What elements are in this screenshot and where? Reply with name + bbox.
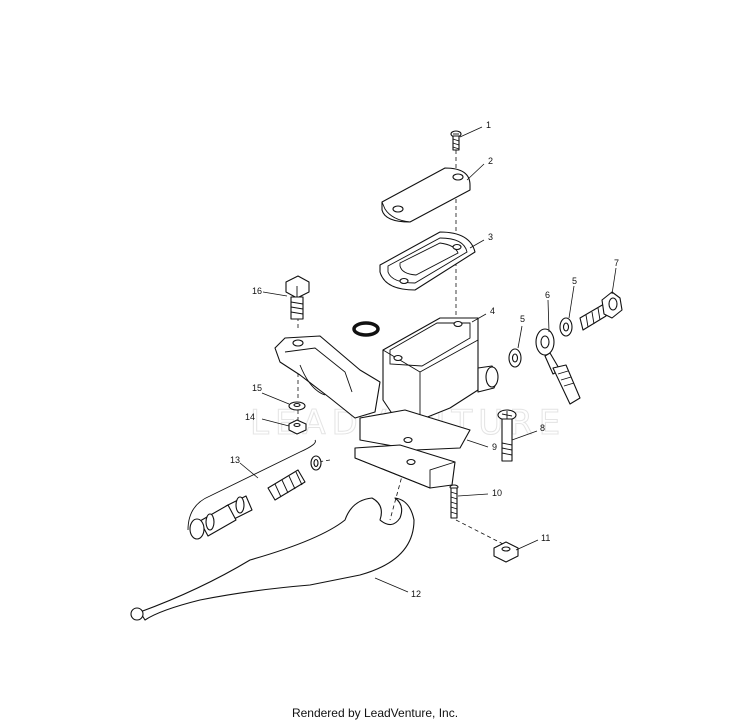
handlebar-clamp	[274, 335, 381, 419]
callout-3: 3	[488, 232, 493, 242]
callout-9: 9	[492, 442, 497, 452]
callout-2: 2	[488, 156, 493, 166]
lever-bracket	[354, 444, 456, 489]
part-11-nut	[493, 541, 519, 563]
part-15-washer	[288, 401, 306, 411]
part-3-diaphragm	[379, 231, 476, 291]
footer-credit: Rendered by LeadVenture, Inc.	[291, 706, 459, 720]
callout-16: 16	[252, 286, 262, 296]
callout-10: 10	[492, 488, 502, 498]
callout-5-right: 5	[572, 276, 577, 286]
o-ring	[352, 321, 380, 337]
part-5-washer-right	[559, 317, 573, 337]
part-7-banjo-bolt	[579, 291, 623, 331]
callout-14: 14	[245, 412, 255, 422]
callout-11: 11	[541, 533, 550, 543]
part-5-washer-left	[508, 348, 522, 368]
callout-1: 1	[486, 120, 491, 130]
callout-13: 13	[230, 455, 240, 465]
part-10-screw	[449, 484, 459, 519]
callout-6: 6	[545, 290, 550, 300]
callout-5-left: 5	[520, 314, 525, 324]
leader-lines	[239, 126, 617, 593]
part-2-cover	[381, 167, 471, 223]
part-1-screw	[450, 130, 462, 151]
part-16-bolt	[285, 275, 310, 320]
part-8-pivot-bolt	[497, 409, 517, 462]
callout-labels: 1 2 3 4 5 6 5 7 8 9 10 11 12 13 14 15 16	[230, 120, 619, 599]
part-12-lever	[130, 497, 415, 621]
part-4-master-cylinder	[359, 317, 499, 451]
part-13-piston-assembly	[187, 439, 322, 540]
part-14-nut	[288, 419, 307, 435]
part-6-banjo-fitting	[535, 328, 581, 405]
callout-8: 8	[540, 423, 545, 433]
callout-12: 12	[411, 589, 421, 599]
callout-4: 4	[490, 306, 495, 316]
callout-7: 7	[614, 258, 619, 268]
callout-15: 15	[252, 383, 262, 393]
